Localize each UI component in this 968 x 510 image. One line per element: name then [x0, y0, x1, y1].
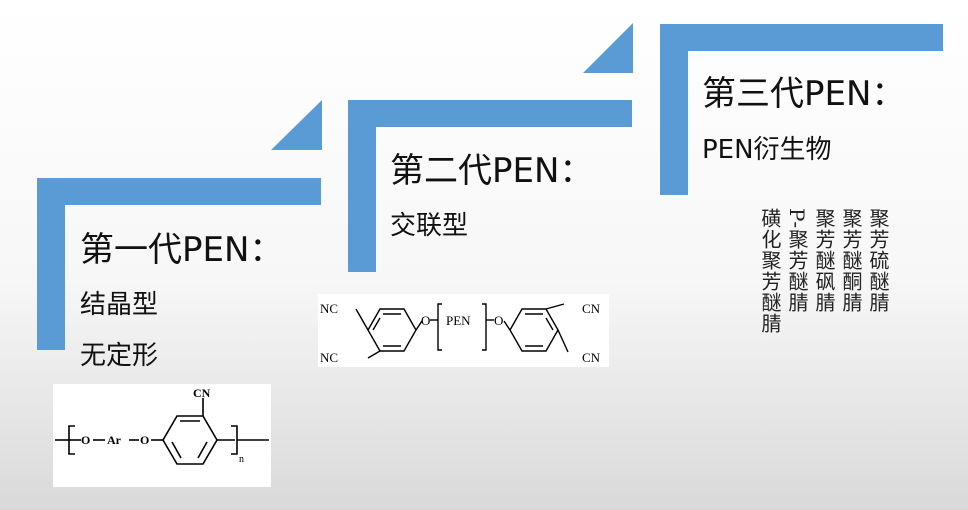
gen1-o2-label: O	[140, 433, 149, 447]
step-2-left-bar	[348, 100, 376, 272]
stage-3-title: 第三代PEN：	[702, 74, 906, 114]
gen2-cn-bottom-right: CN	[582, 350, 601, 365]
gen1-structure-svg: CN O Ar O n	[55, 386, 269, 465]
gen2-nc-bottom-left: NC	[320, 350, 338, 365]
gen1-n-label: n	[239, 454, 244, 465]
gen1-cn-label: CN	[193, 386, 211, 400]
stage-1-line-1: 结晶型	[80, 290, 159, 320]
stage-1-line-2: 无定形	[80, 341, 159, 371]
step-2-corner-triangle	[583, 23, 633, 73]
gen1-structure: CN O Ar O n	[53, 384, 271, 487]
stage-2-line-1: 交联型	[390, 211, 469, 241]
derivative-5: 磺化聚芳醚腈	[758, 208, 782, 334]
step-1-top-bar	[37, 178, 321, 205]
gen2-nc-top-left: NC	[320, 301, 338, 316]
step-3-left-bar	[660, 24, 688, 195]
gen2-pen-label: PEN	[446, 313, 471, 328]
gen2-o-left: O	[421, 313, 430, 328]
gen2-structure-svg: NC NC O PEN O CN CN	[320, 301, 601, 365]
derivative-2: 聚芳醚酮腈	[839, 208, 863, 313]
stage-1-title: 第一代PEN：	[80, 230, 284, 270]
gen2-structure: NC NC O PEN O CN CN	[318, 294, 609, 367]
step-1-left-bar	[37, 178, 65, 350]
derivative-3: 聚芳醚砜腈	[812, 208, 836, 313]
stage-2-title: 第二代PEN：	[390, 151, 594, 191]
step-1-corner-triangle	[271, 100, 322, 150]
gen1-o1-label: O	[81, 433, 90, 447]
derivative-4: P-聚芳醚腈	[785, 208, 809, 314]
derivative-1: 聚芳硫醚腈	[866, 208, 890, 313]
gen1-ar-label: Ar	[107, 433, 122, 447]
gen2-o-right: O	[494, 313, 503, 328]
gen2-cn-top-right: CN	[582, 301, 601, 316]
stage-3-line-1: PEN衍生物	[702, 135, 832, 165]
step-3-top-bar	[660, 24, 943, 51]
step-2-top-bar	[348, 100, 632, 127]
